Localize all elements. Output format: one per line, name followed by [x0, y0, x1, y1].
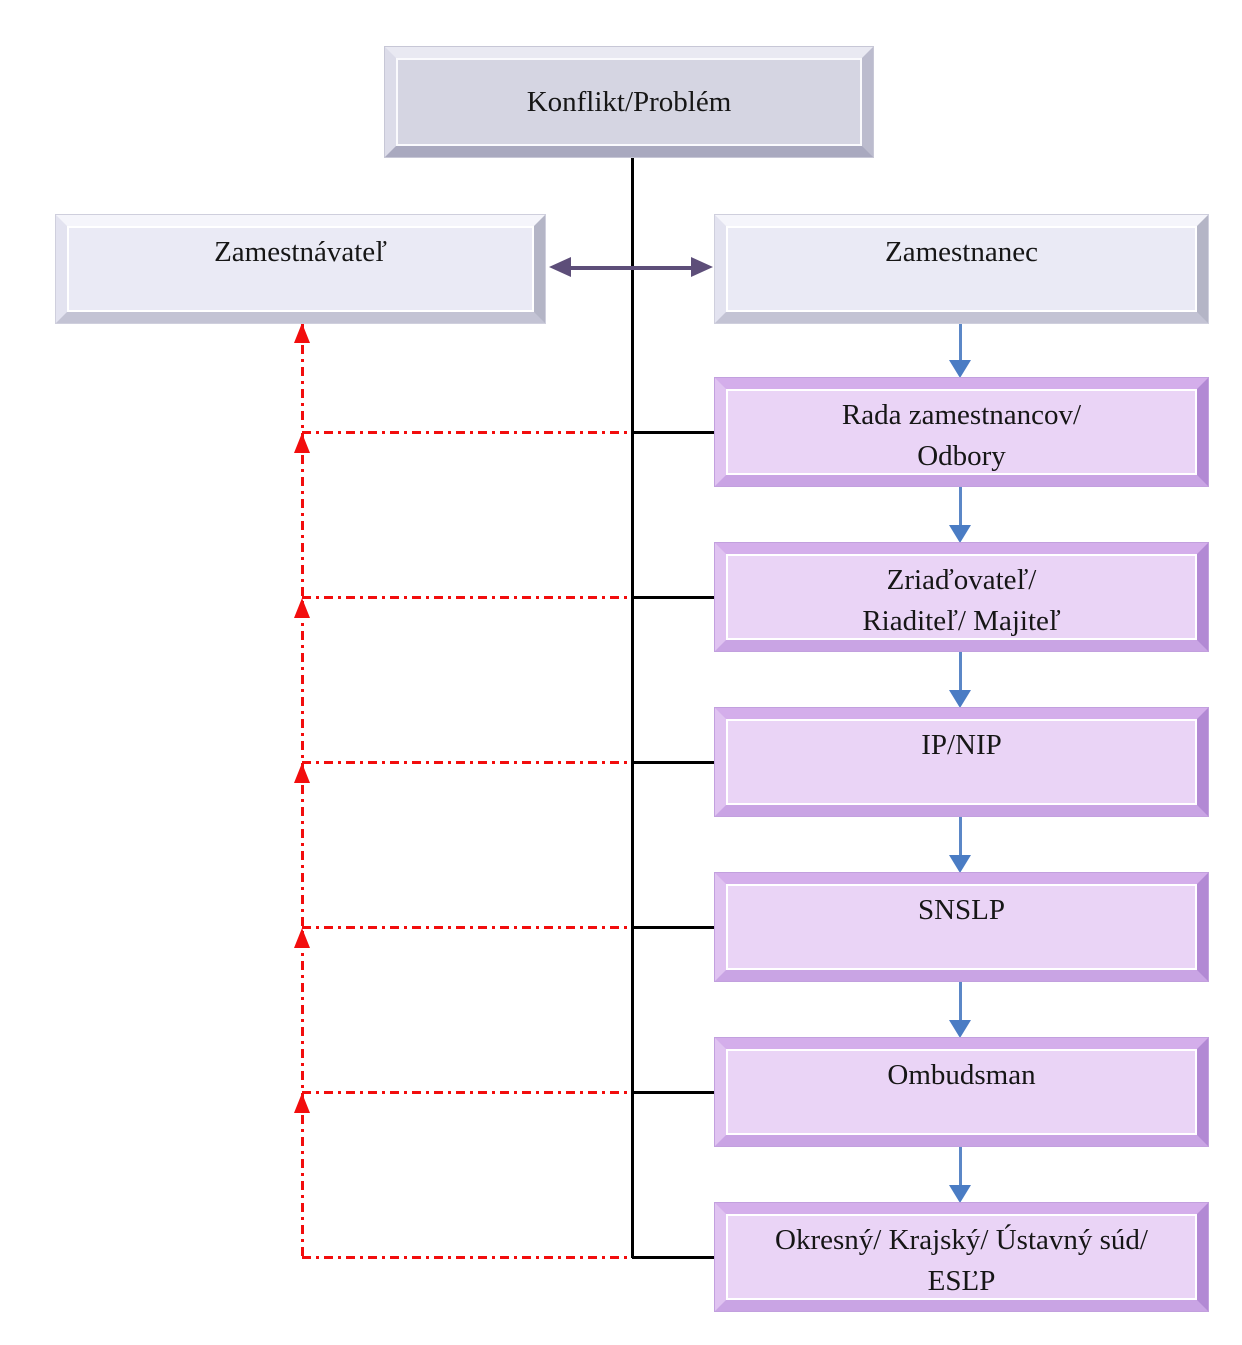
down-arrow-icon [949, 817, 972, 873]
feedback-line-horizontal [302, 761, 632, 764]
down-arrow-icon [949, 982, 972, 1038]
up-arrowhead-icon [294, 598, 310, 618]
box-label-line: SNSLP [917, 894, 1006, 926]
escalation-box-snslp: SNSLP [715, 873, 1208, 981]
escalation-box-rada-zamestnancov: Rada zamestnancov/ Odbory [715, 378, 1208, 486]
box-label-line: Okresný/ Krajský/ Ústavný súd/ [775, 1224, 1148, 1256]
branch-connector-line [632, 596, 717, 599]
conflict-label: Konflikt/Problém [526, 85, 732, 118]
box-label-line: Odbory [917, 440, 1006, 472]
box-label-line: Riaditeľ/ Majiteľ [862, 605, 1061, 637]
down-arrowhead-icon [949, 855, 971, 873]
branch-connector-line [632, 761, 717, 764]
up-arrowhead-icon [294, 763, 310, 783]
box-label-line: IP/NIP [921, 729, 1002, 761]
arrow-stem [959, 982, 962, 1022]
box-label-line: Ombudsman [887, 1059, 1036, 1091]
down-arrow-icon [949, 487, 972, 543]
arrow-stem [959, 817, 962, 857]
branch-connector-line [632, 1256, 717, 1259]
branch-connector-line [632, 1091, 717, 1094]
feedback-line-horizontal [302, 596, 632, 599]
down-arrowhead-icon [949, 1185, 971, 1203]
branch-connector-line [632, 431, 717, 434]
box-label-line: Zriaďovateľ/ [886, 564, 1037, 596]
up-arrowhead-icon [294, 433, 310, 453]
arrow-stem [959, 487, 962, 527]
employee-box: Zamestnanec [715, 215, 1208, 323]
branch-connector-line [632, 926, 717, 929]
feedback-line-vertical [301, 323, 304, 1258]
arrow-stem [569, 266, 693, 270]
employee-label: Zamestnanec [885, 236, 1038, 268]
up-arrowhead-icon [294, 323, 310, 343]
box-label-line: ESĽP [927, 1265, 996, 1297]
main-flow-line [631, 157, 634, 1258]
conflict-box: Konflikt/Problém [385, 47, 873, 157]
box-label-line: Rada zamestnancov/ [841, 399, 1082, 431]
right-arrowhead-icon [691, 257, 713, 277]
arrow-stem [959, 652, 962, 692]
down-arrowhead-icon [949, 1020, 971, 1038]
arrow-stem [959, 324, 962, 362]
down-arrowhead-icon [949, 360, 971, 378]
employer-label: Zamestnávateľ [214, 236, 387, 268]
up-arrowhead-icon [294, 928, 310, 948]
down-arrow-icon [949, 652, 972, 708]
down-arrowhead-icon [949, 525, 971, 543]
feedback-line-horizontal [302, 926, 632, 929]
escalation-box-ombudsman: Ombudsman [715, 1038, 1208, 1146]
feedback-line-horizontal [302, 1091, 632, 1094]
escalation-box-zriadovatel: Zriaďovateľ/ Riaditeľ/ Majiteľ [715, 543, 1208, 651]
down-arrowhead-icon [949, 690, 971, 708]
bidirectional-arrow-icon [546, 257, 726, 279]
feedback-line-horizontal [302, 1256, 632, 1259]
arrow-stem [959, 1147, 962, 1187]
down-arrow-icon [949, 1147, 972, 1203]
escalation-box-sudy: Okresný/ Krajský/ Ústavný súd/ ESĽP [715, 1203, 1208, 1311]
left-arrowhead-icon [549, 257, 571, 277]
feedback-line-horizontal [302, 431, 632, 434]
down-arrow-icon [949, 324, 972, 378]
employer-box: Zamestnávateľ [56, 215, 545, 323]
escalation-box-ip-nip: IP/NIP [715, 708, 1208, 816]
up-arrowhead-icon [294, 1093, 310, 1113]
